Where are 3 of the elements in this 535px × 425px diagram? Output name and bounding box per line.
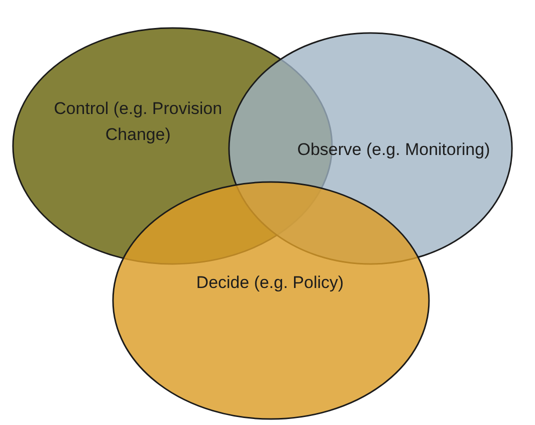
circle-label: Decide (e.g. Policy) xyxy=(195,272,345,294)
circle-label: Control (e.g. Provision Change) xyxy=(52,98,224,146)
circle-label: Observe (e.g. Monitoring) xyxy=(296,139,490,161)
